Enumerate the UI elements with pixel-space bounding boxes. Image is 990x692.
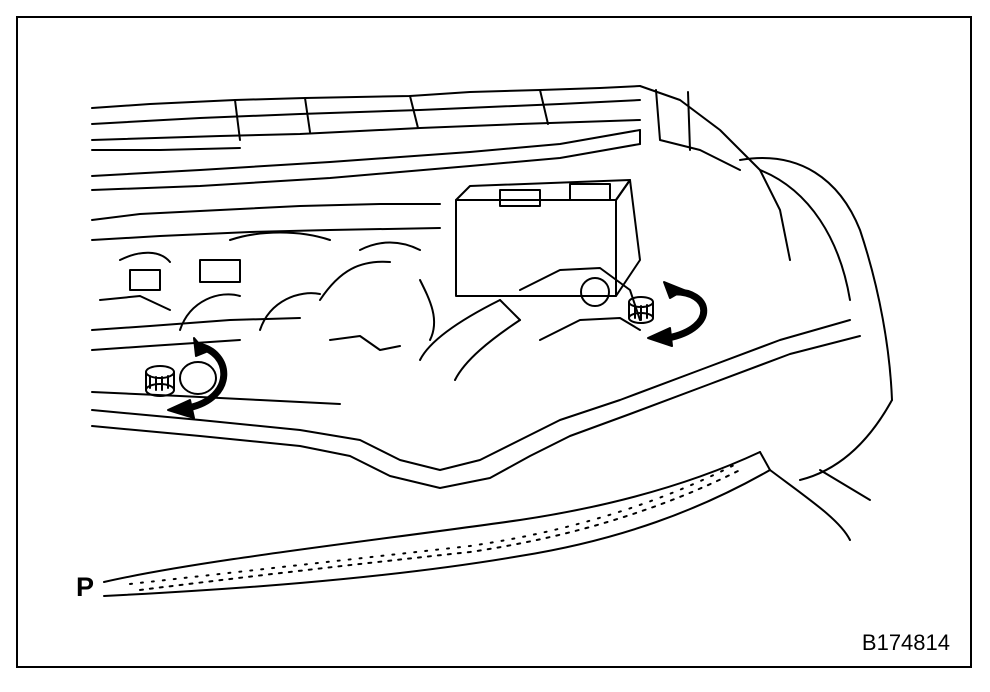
lower-grille [103, 451, 871, 597]
cowl-crossbar [91, 129, 641, 191]
view-position-label: P [76, 572, 95, 602]
battery [455, 179, 641, 297]
right-reservoir-cap [628, 296, 654, 324]
front-bumper [91, 319, 861, 489]
right-fender [639, 85, 893, 481]
engine-hoses [99, 231, 436, 351]
left-reservoir-cap [145, 361, 217, 397]
hood-panels [91, 85, 641, 151]
air-intake-duct [419, 267, 641, 381]
rotate-arrow-right-icon [647, 281, 708, 347]
figure-code: B174814 [861, 630, 950, 655]
engine-block [91, 203, 441, 351]
rotate-arrow-left-icon [167, 337, 228, 419]
